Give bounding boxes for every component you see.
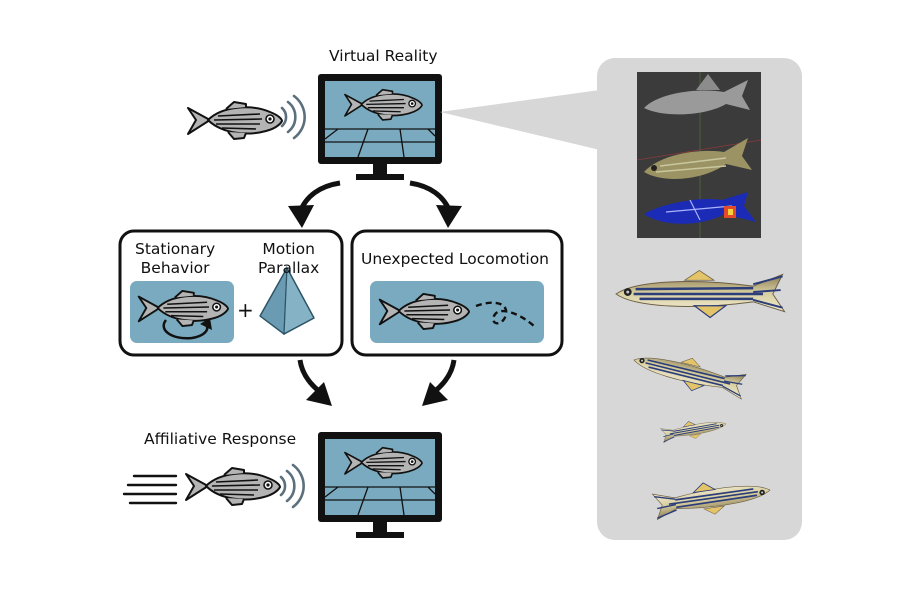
motion-parallax-label: Motion Parallax — [258, 240, 320, 277]
affiliative-response-label: Affiliative Response — [144, 430, 297, 448]
top-monitor — [317, 73, 443, 181]
arrow-to-stationary — [288, 180, 341, 228]
virtual-reality-label: Virtual Reality — [329, 47, 438, 65]
callout-wedge — [440, 90, 600, 150]
pyramid-icon — [259, 265, 315, 336]
top-fish — [187, 101, 283, 140]
model-render-panel — [636, 72, 762, 238]
arrow-to-locomotion — [409, 180, 462, 228]
bottom-fish — [185, 467, 281, 506]
bottom-monitor — [317, 431, 443, 539]
stationary-behavior-label: Stationary Behavior — [135, 240, 216, 277]
rotation-arrow-icon — [162, 318, 212, 340]
bottom-sound-waves-icon — [279, 463, 305, 509]
plus-sign: + — [237, 298, 254, 322]
speed-lines-icon — [122, 474, 178, 505]
top-sound-waves-icon — [280, 94, 306, 140]
arrow-from-stationary — [297, 359, 332, 406]
arrow-from-locomotion — [422, 359, 457, 406]
dashed-path-icon — [475, 301, 535, 327]
unexpected-locomotion-label: Unexpected Locomotion — [361, 250, 550, 268]
